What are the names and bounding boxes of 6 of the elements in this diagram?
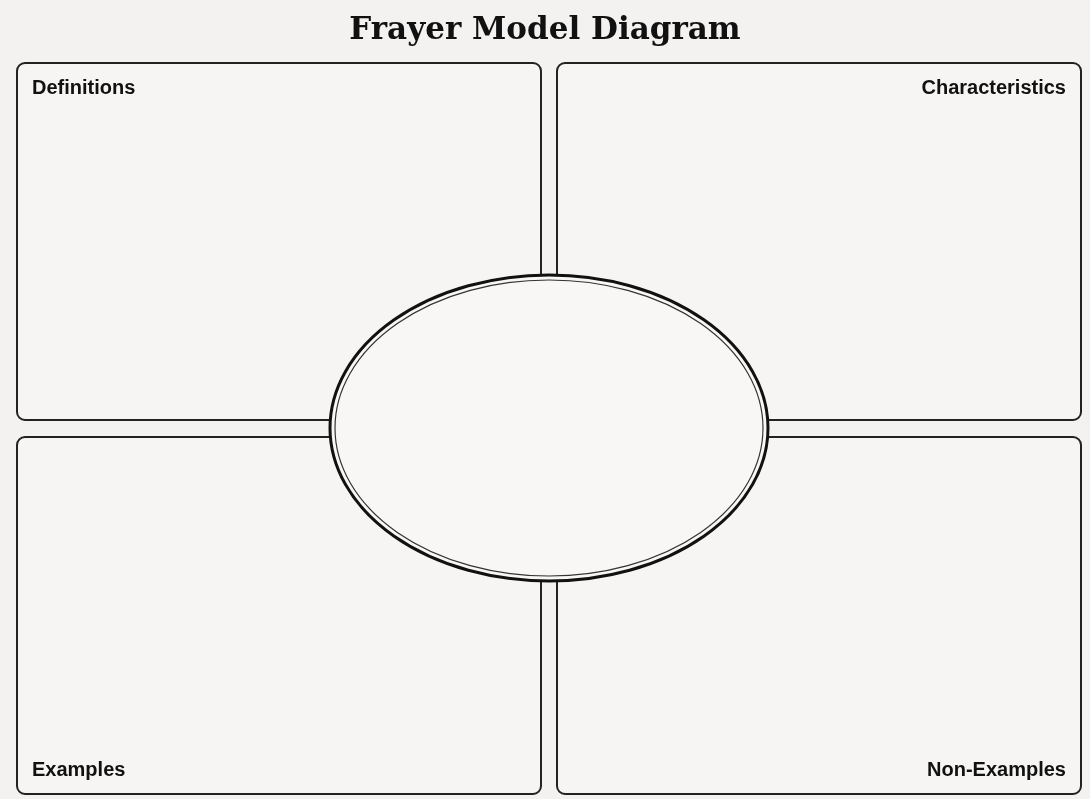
quadrant-heading: Examples	[32, 758, 126, 781]
oval	[328, 273, 770, 583]
quadrant-heading: Non-Examples	[927, 758, 1066, 781]
title: Frayer Model Diagram	[349, 10, 741, 46]
quadrant-heading: Definitions	[32, 76, 136, 99]
quadrant-heading: Characteristics	[921, 76, 1066, 99]
